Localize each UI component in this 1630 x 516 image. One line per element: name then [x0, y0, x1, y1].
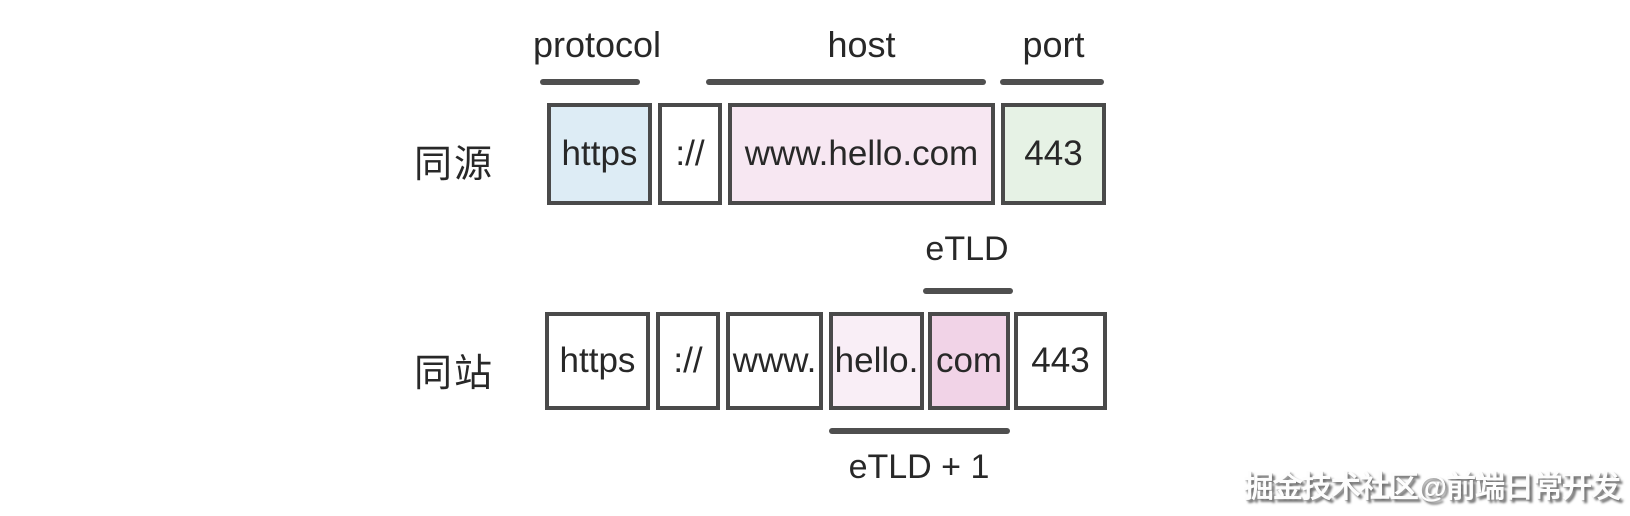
etld-plus-one-overline	[829, 428, 1010, 434]
origin-port-segment: 443	[1001, 103, 1106, 205]
watermark: 掘金技术社区@前端日常开发	[1243, 471, 1621, 504]
etld-plus-one-label: eTLD + 1	[848, 448, 990, 486]
site-etld-segment: com	[928, 312, 1010, 410]
host-underline	[706, 79, 986, 85]
site-scheme-separator-segment: ://	[656, 312, 720, 410]
same-site-row-label: 同站	[414, 353, 495, 395]
origin-host-segment: www.hello.com	[728, 103, 995, 205]
origin-protocol-segment: https	[547, 103, 652, 205]
site-port-segment: 443	[1014, 312, 1107, 410]
same-origin-row-label: 同源	[414, 144, 495, 186]
origin-scheme-separator-segment: ://	[658, 103, 722, 205]
host-label: host	[827, 24, 896, 65]
etld-underline	[923, 288, 1013, 294]
site-subdomain-segment: www.	[726, 312, 823, 410]
port-underline	[1000, 79, 1104, 85]
etld-label: eTLD	[925, 230, 1009, 268]
site-protocol-segment: https	[545, 312, 650, 410]
protocol-label: protocol	[532, 24, 662, 65]
port-label: port	[1022, 24, 1085, 65]
site-domain-segment: hello.	[829, 312, 924, 410]
protocol-underline	[540, 79, 640, 85]
